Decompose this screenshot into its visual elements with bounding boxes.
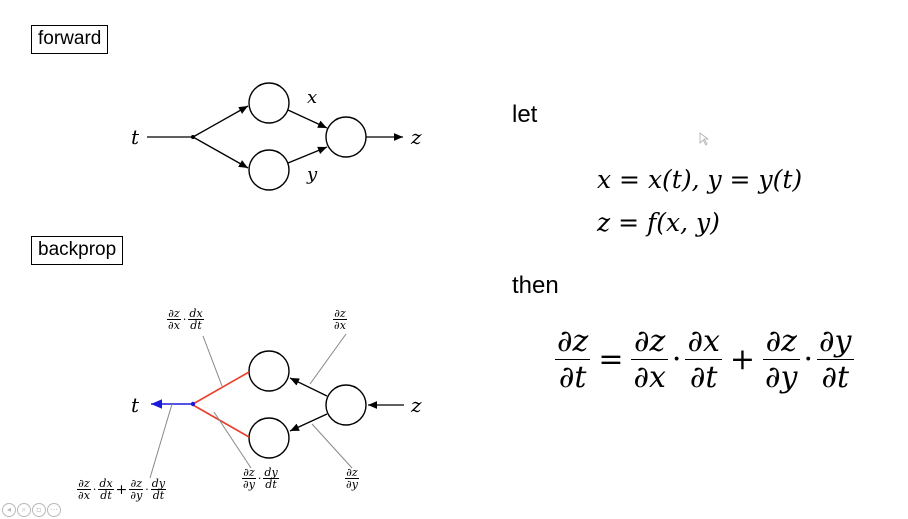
chain-rule-equation: ∂z∂t = ∂z∂x · ∂x∂t + ∂z∂y · ∂y∂t bbox=[555, 324, 854, 395]
forward-input-label: t bbox=[131, 125, 140, 149]
then-label: then bbox=[512, 272, 559, 299]
backprop-edge-z-x bbox=[289, 377, 328, 397]
annotation-bottom-right: ∂z∂y bbox=[345, 466, 359, 491]
let-label: let bbox=[512, 101, 538, 128]
leader-bottom-right bbox=[311, 423, 353, 469]
forward-label: forward bbox=[31, 25, 109, 54]
nav-prev-icon[interactable]: ◂ bbox=[2, 503, 16, 517]
forward-bottom-label: y bbox=[307, 164, 318, 185]
backprop-edge-z-y bbox=[289, 413, 328, 432]
viewer-toolbar: ◂ ⌕ ▫ ⋯ bbox=[2, 503, 61, 517]
backprop-node-y bbox=[248, 417, 290, 459]
leader-top-right bbox=[309, 333, 347, 385]
backprop-output-label: z bbox=[411, 393, 422, 417]
backprop-node-x bbox=[248, 350, 290, 392]
backprop-node-z bbox=[325, 384, 367, 426]
menu-icon[interactable]: ⋯ bbox=[47, 503, 61, 517]
forward-split-dot bbox=[191, 135, 195, 139]
zoom-icon[interactable]: ⌕ bbox=[17, 503, 31, 517]
forward-node-y bbox=[248, 149, 290, 191]
forward-output-label: z bbox=[411, 125, 422, 149]
forward-node-x bbox=[248, 82, 290, 124]
page-icon[interactable]: ▫ bbox=[32, 503, 46, 517]
backprop-edge-y-t bbox=[192, 404, 250, 438]
forward-node-z bbox=[325, 116, 367, 158]
backprop-input-label: t bbox=[131, 393, 140, 417]
leader-top-left bbox=[202, 335, 223, 387]
forward-edge-top bbox=[192, 105, 249, 138]
backprop-edge-x-t bbox=[192, 371, 250, 405]
leader-bottom-mid bbox=[213, 411, 252, 469]
definition-line-1: x = x(t), y = y(t) bbox=[597, 165, 803, 194]
annotation-top-right: ∂z∂x bbox=[333, 307, 347, 332]
definition-line-2: z = f(x, y) bbox=[597, 208, 720, 237]
backprop-label: backprop bbox=[31, 236, 124, 265]
mouse-cursor-icon bbox=[699, 132, 710, 146]
leader-bottom-left bbox=[149, 403, 173, 479]
forward-edge-x-z bbox=[287, 109, 328, 129]
forward-edge-y-z bbox=[287, 146, 328, 164]
forward-edge-bottom bbox=[192, 136, 249, 169]
forward-top-label: x bbox=[307, 87, 318, 108]
backprop-merge-dot bbox=[190, 401, 196, 407]
